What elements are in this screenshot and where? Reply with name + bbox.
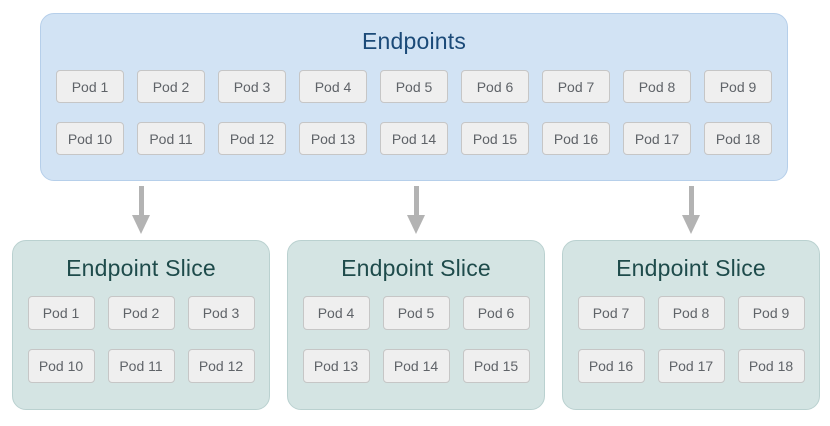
pod-chip: Pod 17 [623,122,691,155]
pod-chip: Pod 3 [187,296,255,330]
arrow-stem [138,186,144,215]
pod-chip: Pod 7 [542,70,610,103]
pod-chip: Pod 9 [704,70,772,103]
pod-chip: Pod 1 [27,296,95,330]
arrow-cell [287,186,545,234]
pod-chip: Pod 5 [380,70,448,103]
pod-chip: Pod 10 [27,349,95,383]
pod-chip: Pod 12 [187,349,255,383]
pod-chip: Pod 18 [737,349,805,383]
endpoint-slice-pod-grid: Pod 4 Pod 5 Pod 6 Pod 13 Pod 14 Pod 15 [302,296,530,383]
endpoint-slice-pod-grid: Pod 7 Pod 8 Pod 9 Pod 16 Pod 17 Pod 18 [577,296,805,383]
pod-chip: Pod 18 [704,122,772,155]
pod-chip: Pod 13 [299,122,367,155]
pod-chip: Pod 9 [737,296,805,330]
pod-chip: Pod 2 [137,70,205,103]
pod-row: Pod 7 Pod 8 Pod 9 [577,296,805,330]
pod-row: Pod 10 Pod 11 Pod 12 [27,349,255,383]
pod-chip: Pod 7 [577,296,645,330]
pod-chip: Pod 10 [56,122,124,155]
pod-chip: Pod 3 [218,70,286,103]
pod-chip: Pod 8 [657,296,725,330]
pod-chip: Pod 11 [137,122,205,155]
pod-chip: Pod 12 [218,122,286,155]
endpoint-slice-title: Endpoint Slice [616,255,766,281]
arrow-head [682,215,700,234]
arrow-stem [688,186,694,215]
arrow-head [407,215,425,234]
endpoints-box: Endpoints Pod 1 Pod 2 Pod 3 Pod 4 Pod 5 Pod 6… [40,13,788,181]
pod-chip: Pod 16 [577,349,645,383]
pod-chip: Pod 1 [56,70,124,103]
arrow-cell [12,186,270,234]
down-arrow-icon [682,186,700,234]
pod-chip: Pod 4 [302,296,370,330]
endpoint-slice-pod-grid: Pod 1 Pod 2 Pod 3 Pod 10 Pod 11 Pod 12 [27,296,255,383]
endpoint-slice-title: Endpoint Slice [66,255,216,281]
pod-chip: Pod 15 [461,122,529,155]
pod-chip: Pod 14 [380,122,448,155]
down-arrow-icon [407,186,425,234]
pod-chip: Pod 11 [107,349,175,383]
pod-chip: Pod 2 [107,296,175,330]
pod-chip: Pod 8 [623,70,691,103]
arrow-cell [562,186,820,234]
pod-chip: Pod 5 [382,296,450,330]
down-arrow-icon [132,186,150,234]
endpoints-title: Endpoints [361,28,467,54]
endpoints-pod-grid: Pod 1 Pod 2 Pod 3 Pod 4 Pod 5 Pod 6 Pod 7 Pod 8… [56,70,772,155]
pod-row: Pod 4 Pod 5 Pod 6 [302,296,530,330]
pod-chip: Pod 13 [302,349,370,383]
pod-row: Pod 13 Pod 14 Pod 15 [302,349,530,383]
pod-chip: Pod 17 [657,349,725,383]
pod-chip: Pod 16 [542,122,610,155]
pod-chip: Pod 6 [461,70,529,103]
pod-row: Pod 1 Pod 2 Pod 3 [27,296,255,330]
pod-row: Pod 1 Pod 2 Pod 3 Pod 4 Pod 5 Pod 6 Pod 7 Pod 8… [56,70,772,103]
pod-chip: Pod 15 [462,349,530,383]
arrows-row [12,186,820,234]
pod-row: Pod 10 Pod 11 Pod 12 Pod 13 Pod 14 Pod 15 Pod … [56,122,772,155]
pod-chip: Pod 6 [462,296,530,330]
pod-row: Pod 16 Pod 17 Pod 18 [577,349,805,383]
pod-chip: Pod 4 [299,70,367,103]
arrow-head [132,215,150,234]
arrow-stem [413,186,419,215]
pod-chip: Pod 14 [382,349,450,383]
endpoint-slice-title: Endpoint Slice [341,255,491,281]
